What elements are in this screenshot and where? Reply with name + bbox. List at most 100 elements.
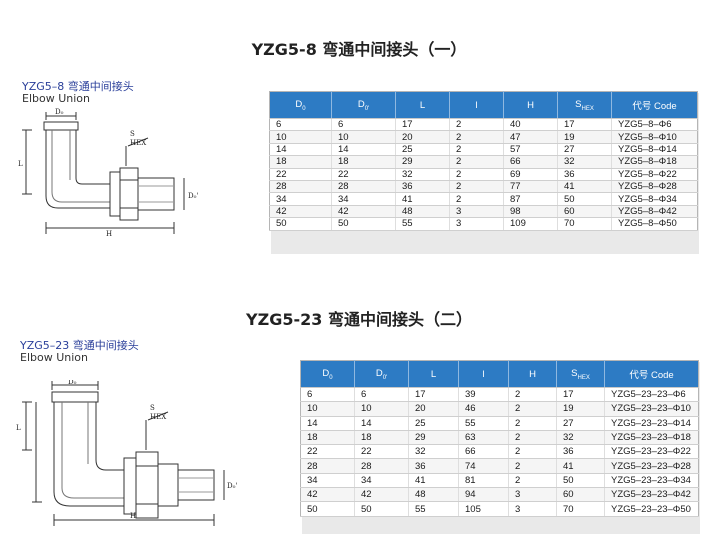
table-cell: 2: [508, 458, 557, 474]
table-cell: 3: [449, 205, 504, 219]
label-l-1: L: [18, 160, 23, 168]
table-cell: 18: [300, 430, 355, 446]
table-cell: 22: [331, 168, 396, 181]
header-l-upper: L: [395, 91, 450, 119]
table-cell: 55: [408, 501, 459, 517]
table-cell: 47: [503, 130, 558, 144]
table-cell: 2: [508, 401, 557, 417]
drawing-caption-en-2: Elbow Union: [20, 351, 88, 364]
table-cell: 10: [300, 401, 355, 417]
table-cell: 60: [557, 205, 612, 219]
table-cell: 50: [269, 217, 332, 231]
table-cell: 14: [300, 416, 355, 431]
table-cell: 28: [331, 180, 396, 194]
label-d0-2: D₀: [68, 380, 77, 386]
header-s-hex: SHEX: [556, 360, 605, 388]
table-cell: 28: [269, 180, 332, 194]
table-cell: 2: [508, 387, 557, 403]
elbow-union-drawing-1: D₀ L H D₀' S HEX: [18, 108, 198, 238]
drawing-caption-cn-2: YZG5–23 弯通中间接头: [20, 339, 139, 352]
table-cell: 66: [503, 155, 558, 169]
table-cell: 2: [508, 416, 557, 431]
table-cell: YZG5–8–Φ34: [611, 192, 698, 206]
header-d0: D0: [269, 91, 332, 119]
table-cell: 14: [354, 416, 409, 431]
table-cell: YZG5–23–23–Φ34: [604, 473, 699, 489]
table-cell: 2: [449, 118, 504, 132]
table-cell: 17: [557, 118, 612, 132]
table-cell: 50: [557, 192, 612, 206]
table-cell: 34: [269, 192, 332, 206]
table-cell: 94: [458, 487, 509, 503]
table-cell: 48: [408, 487, 459, 503]
table-cell: 20: [395, 130, 450, 144]
table-cell: YZG5–23–23–Φ50: [604, 501, 699, 517]
table-cell: 27: [556, 416, 605, 431]
table-cell: 3: [508, 501, 557, 517]
table-cell: 77: [503, 180, 558, 194]
table-cell: 39: [458, 387, 509, 403]
header-h: H: [503, 91, 558, 119]
table-cell: 98: [503, 205, 558, 219]
table-cell: YZG5–8–Φ18: [611, 155, 698, 169]
table-cell: 36: [408, 458, 459, 474]
table-cell: 32: [408, 444, 459, 460]
table-cell: 34: [300, 473, 355, 489]
table-cell: 14: [269, 143, 332, 157]
table-cell: 10: [331, 130, 396, 144]
table-cell: 42: [331, 205, 396, 219]
table-cell: 27: [557, 143, 612, 157]
table-cell: YZG5–8–Φ50: [611, 217, 698, 231]
table-cell: 3: [508, 487, 557, 503]
header-code: 代号 Code: [611, 91, 698, 119]
table-cell: 14: [331, 143, 396, 157]
table-cell: 55: [458, 416, 509, 431]
table-cell: 50: [300, 501, 355, 517]
table-cell: YZG5–8–Φ28: [611, 180, 698, 194]
table-cell: YZG5–8–Φ10: [611, 130, 698, 144]
table-cell: 66: [458, 444, 509, 460]
label-s-1: S: [130, 130, 135, 138]
header-l-upper: L: [408, 360, 459, 388]
label-h-2: H: [130, 512, 136, 520]
table-cell: 36: [556, 444, 605, 460]
table-cell: 2: [449, 130, 504, 144]
table-cell: 25: [408, 416, 459, 431]
table-cell: 41: [557, 180, 612, 194]
section-title-1: YZG5-8 弯通中间接头（一）: [251, 40, 467, 59]
table-cell: 25: [395, 143, 450, 157]
table-cell: 74: [458, 458, 509, 474]
table-cell: 42: [354, 487, 409, 503]
label-h-1: H: [106, 230, 112, 238]
table-cell: YZG5–23–23–Φ6: [604, 387, 699, 403]
label-s-2: S: [150, 404, 155, 412]
table-cell: YZG5–8–Φ6: [611, 118, 698, 132]
table-cell: 2: [508, 444, 557, 460]
table-cell: 22: [269, 168, 332, 181]
table-cell: 2: [449, 192, 504, 206]
table-cell: 19: [557, 130, 612, 144]
table-cell: 2: [508, 473, 557, 489]
section-title-2: YZG5-23 弯通中间接头（二）: [246, 310, 472, 329]
table-cell: YZG5–23–23–Φ22: [604, 444, 699, 460]
table-cell: 19: [556, 401, 605, 417]
header-d0-prime: D0': [354, 360, 409, 388]
table-cell: 70: [557, 217, 612, 231]
table-cell: 32: [395, 168, 450, 181]
table-cell: YZG5–23–23–Φ28: [604, 458, 699, 474]
header-d0-prime: D0': [331, 91, 396, 119]
table-cell: 10: [269, 130, 332, 144]
table-cell: 2: [449, 143, 504, 157]
table-cell: 29: [408, 430, 459, 446]
table-cell: 60: [556, 487, 605, 503]
table-cell: 55: [395, 217, 450, 231]
header-h: H: [508, 360, 557, 388]
table-cell: 6: [300, 387, 355, 403]
